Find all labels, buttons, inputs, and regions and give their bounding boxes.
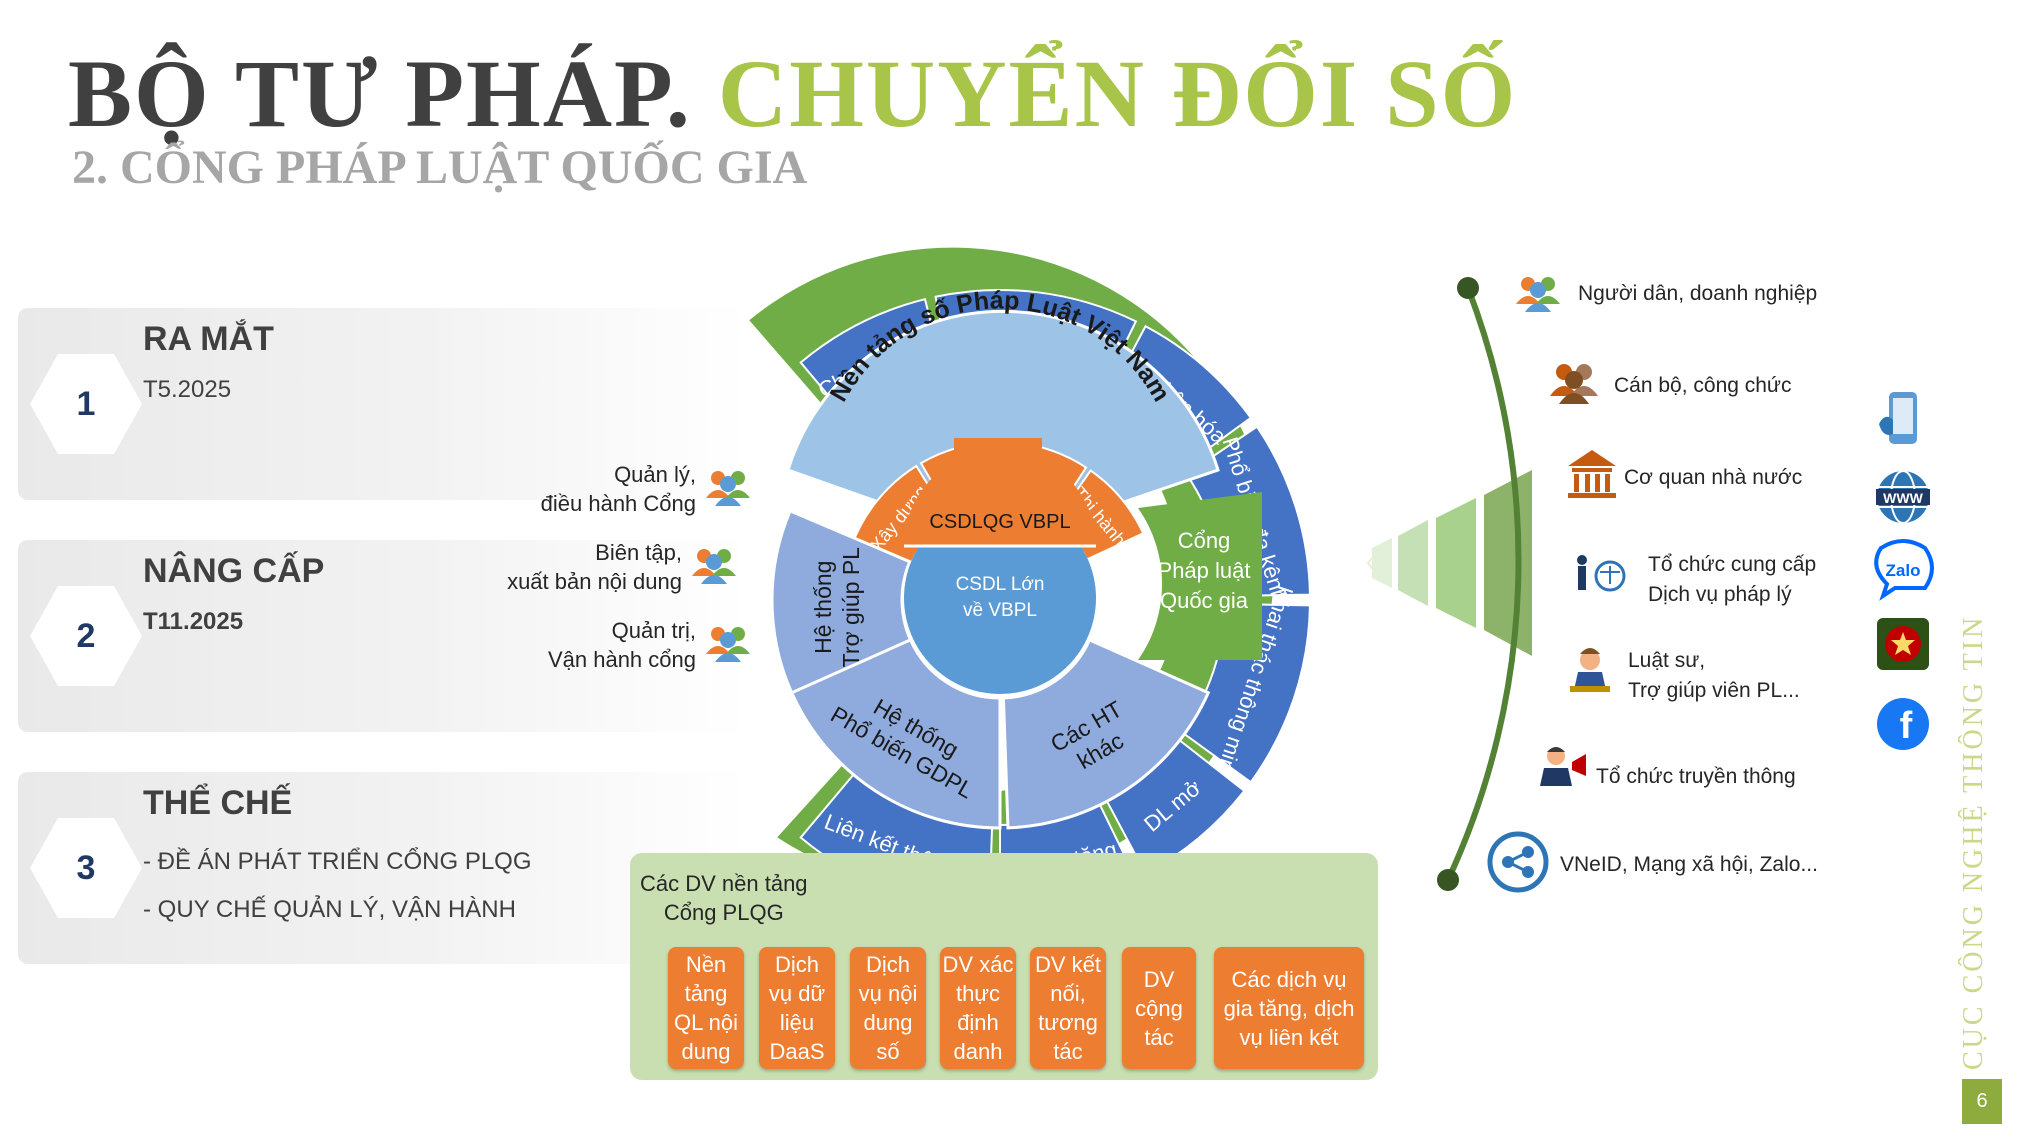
- role-line: xuất bản nội dung: [507, 569, 682, 594]
- government-building-icon: [1568, 450, 1616, 498]
- people-icon: [706, 627, 750, 662]
- share-icon: [1487, 831, 1549, 893]
- role-editing: Biên tập, xuất bản nội dung: [162, 538, 682, 596]
- audience-line: Trợ giúp viên PL...: [1628, 679, 1800, 702]
- facebook-icon: f: [1877, 698, 1929, 750]
- legal-service-icon: [1577, 555, 1626, 592]
- stage-number-badge: 3: [30, 818, 142, 918]
- people-icon: [1516, 277, 1560, 312]
- role-management: Quản lý, điều hành Cổng: [176, 460, 696, 518]
- portal-label-line: Quốc gia: [1160, 588, 1249, 613]
- big-data-label: về VBPL: [963, 600, 1037, 621]
- stage-institution: 3 THỂ CHẾ - ĐỀ ÁN PHÁT TRIỂN CỔNG PLQG -…: [18, 772, 748, 964]
- audience-agencies: Cơ quan nhà nước: [1624, 466, 1803, 489]
- title-ministry: BỘ TƯ PHÁP.: [68, 40, 692, 147]
- zalo-icon: Zalo: [1874, 539, 1934, 601]
- svg-text:Zalo: Zalo: [1886, 561, 1921, 580]
- audience-line: Luật sư,: [1628, 649, 1706, 672]
- arc-end-dot: [1457, 277, 1479, 299]
- csdlqg-label-center: CSDLQG VBPL: [929, 511, 1070, 533]
- www-icon: WWW: [1876, 470, 1930, 524]
- broadcast-beam: [1366, 470, 1532, 656]
- services-title-line: Cổng PLQG: [663, 900, 784, 925]
- stage-title: THỂ CHẾ: [143, 784, 293, 822]
- people-icon: [706, 471, 750, 506]
- stage-date: T11.2025: [143, 608, 244, 635]
- audience-media: Tổ chức truyền thông: [1596, 765, 1796, 788]
- audience-line: Tổ chức cung cấp: [1648, 553, 1817, 576]
- role-line: Biên tập,: [595, 540, 682, 565]
- audience-citizens: Người dân, doanh nghiệp: [1578, 282, 1818, 305]
- people-icon: [692, 549, 736, 584]
- officials-icon: [1550, 364, 1598, 404]
- big-data-core: [904, 502, 1096, 694]
- audience-arc: [1445, 286, 1522, 882]
- lawyer-icon: [1570, 648, 1610, 692]
- media-icon: [1540, 747, 1586, 786]
- audience-legal-orgs: Tổ chức cung cấp Dịch vụ pháp lý: [1648, 550, 1816, 610]
- system-sector: [1001, 637, 1211, 830]
- mobile-app-icon: [1879, 392, 1917, 444]
- services-title-line: Các DV nền tảng: [640, 871, 808, 896]
- stage-upgrade: 2 NÂNG CẤP T11.2025: [18, 540, 748, 732]
- arc-end-dot: [1437, 869, 1459, 891]
- role-line: Vận hành cổng: [547, 647, 696, 672]
- system-sector: [789, 637, 1002, 830]
- csdlqg-cap: [904, 450, 1096, 546]
- portal-label-line: Pháp luật: [1158, 558, 1251, 583]
- audience-lawyers: Luật sư, Trợ giúp viên PL...: [1628, 646, 1800, 706]
- svg-text:f: f: [1900, 705, 1913, 747]
- big-data-label: CSDL Lớn: [956, 574, 1045, 595]
- services-title: Các DV nền tảng Cổng PLQG: [640, 869, 808, 927]
- org-name-vertical: CỤC CÔNG NGHỆ THÔNG TIN: [1958, 614, 1989, 1070]
- audience-social: VNeID, Mạng xã hội, Zalo...: [1560, 853, 1818, 876]
- portal-label-line: Cổng: [1178, 528, 1231, 553]
- stage-number-badge: 2: [30, 586, 142, 686]
- stage-item: - QUY CHẾ QUẢN LÝ, VẬN HÀNH: [143, 896, 516, 923]
- stage-title: NÂNG CẤP: [143, 552, 325, 590]
- stage-launch: 1 RA MẮT T5.2025: [18, 308, 748, 500]
- role-administration: Quản trị, Vận hành cổng: [176, 616, 696, 674]
- role-line: Quản lý,: [614, 462, 696, 487]
- portal-block: [1138, 492, 1262, 660]
- audience-officials: Cán bộ, công chức: [1614, 374, 1792, 397]
- stage-date: T5.2025: [143, 376, 232, 403]
- page-title: BỘ TƯ PHÁP. CHUYỂN ĐỔI SỐ: [68, 38, 1517, 149]
- role-line: Quản trị,: [611, 618, 696, 643]
- page-subtitle: 2. CỔNG PHÁP LUẬT QUỐC GIA: [72, 141, 808, 194]
- stage-title: RA MẮT: [143, 320, 274, 358]
- svg-text:Trợ giúp PL: Trợ giúp PL: [838, 547, 864, 668]
- svg-text:Hệ thống: Hệ thống: [810, 561, 836, 654]
- title-digital: CHUYỂN ĐỔI SỐ: [717, 40, 1518, 147]
- svg-text:WWW: WWW: [1883, 490, 1923, 506]
- stage-item: - ĐỀ ÁN PHÁT TRIỂN CỔNG PLQG: [143, 848, 532, 875]
- page-number: 6: [1962, 1079, 2002, 1124]
- emblem-icon: [1877, 618, 1929, 670]
- role-line: điều hành Cổng: [540, 491, 696, 516]
- audience-line: Dịch vụ pháp lý: [1648, 583, 1792, 606]
